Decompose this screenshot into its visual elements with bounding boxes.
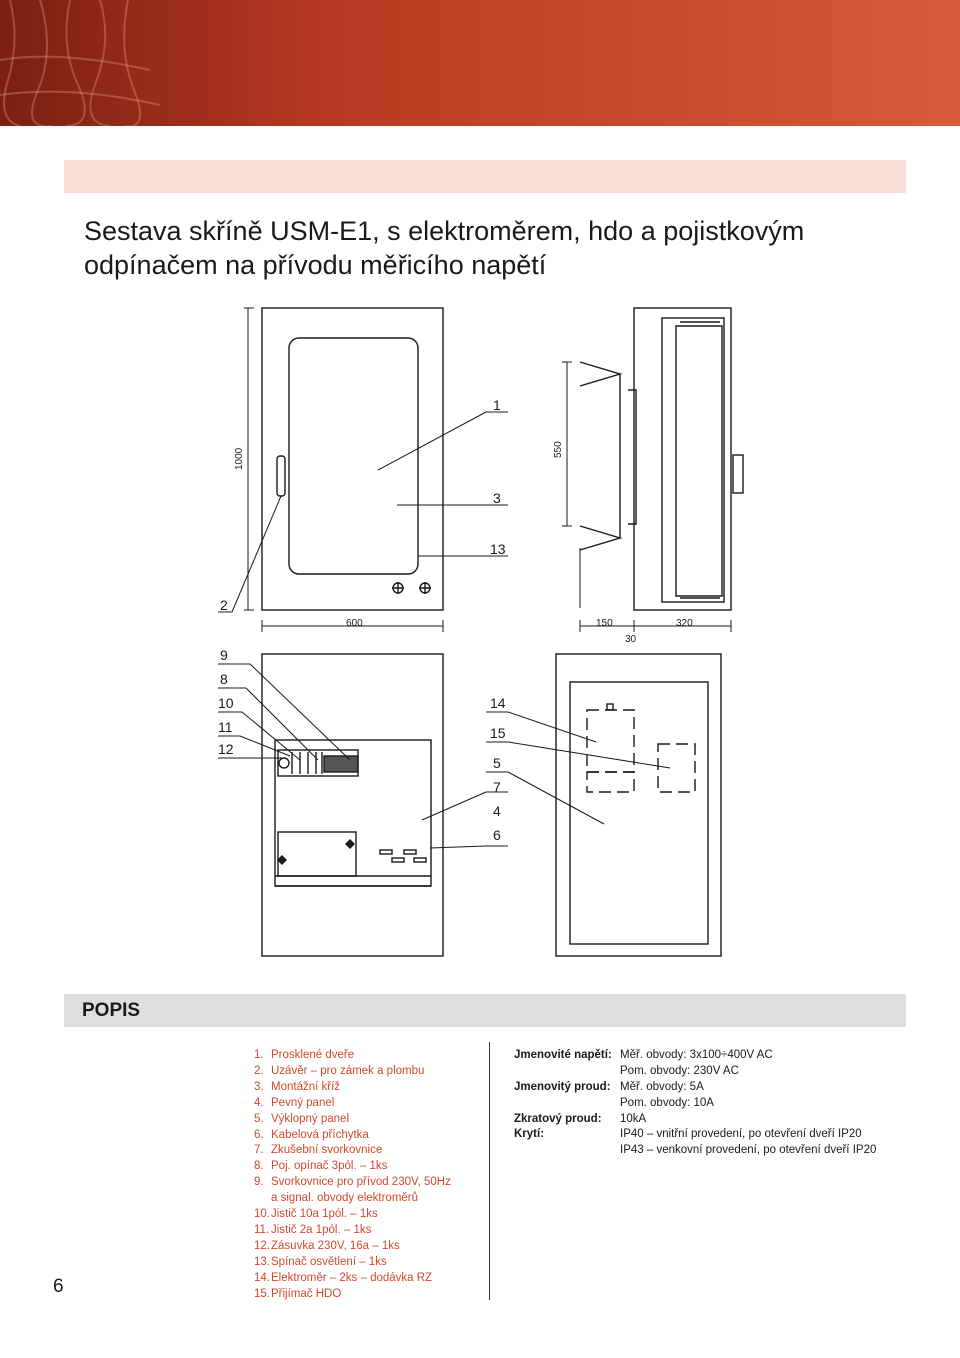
list-item: 2.Uzávěr – pro zámek a plombu	[254, 1064, 425, 1077]
cabinet-side-outline	[633, 307, 732, 611]
dim-inner-height: 550	[553, 441, 564, 458]
decorative-band	[64, 160, 906, 193]
mounting-panel	[555, 653, 722, 957]
section-title: POPIS	[82, 1000, 141, 1021]
dim-depth-30: 30	[625, 634, 637, 645]
glass-door	[288, 337, 419, 575]
hdo-receiver	[657, 743, 696, 793]
dim-depth-320: 320	[676, 618, 693, 629]
parts-list: 1.Prosklené dveře 2.Uzávěr – pro zámek a…	[254, 1048, 484, 1303]
list-item: 4.Pevný panel	[254, 1096, 335, 1109]
list-item: 1.Prosklené dveře	[254, 1049, 355, 1061]
list-item: 11.Jistič 2a 1pól. – 1ks	[254, 1223, 372, 1236]
list-item: 9.Svorkovnice pro přívod 230V, 50Hz	[254, 1176, 451, 1189]
column-divider	[489, 1042, 490, 1300]
dim-height: 1000	[234, 447, 245, 470]
list-item: 13.Spínač osvětlení – 1ks	[254, 1255, 387, 1268]
header-banner	[0, 0, 960, 126]
mounting-cross	[569, 681, 709, 945]
callout-1: 1	[493, 397, 501, 413]
title-line-2: odpínačem na přívodu měřicího napětí	[84, 250, 547, 280]
technical-drawing: 1000 600 550 150 30 320 1 3 13 2 9 8 10 …	[218, 307, 744, 957]
callout-10: 10	[218, 695, 234, 711]
callout-13: 13	[490, 541, 506, 557]
callout-5: 5	[493, 755, 501, 771]
callout-3: 3	[493, 490, 501, 506]
dim-width: 600	[346, 618, 363, 629]
cabinet-front-outline	[261, 307, 444, 611]
callout-15: 15	[490, 725, 506, 741]
page-number: 6	[53, 1276, 64, 1297]
dim-depth-150: 150	[596, 618, 613, 629]
callout-11: 11	[218, 719, 233, 735]
list-item: 12.Zásuvka 230V, 16a – 1ks	[254, 1239, 400, 1252]
list-item: 6.Kabelová příchytka	[254, 1128, 369, 1141]
list-item: 5.Výklopný panel	[254, 1112, 349, 1125]
callout-9: 9	[220, 647, 228, 663]
header-decoration	[0, 0, 161, 126]
section-header: POPIS	[64, 994, 906, 1027]
list-item: 7.Zkušební svorkovnice	[254, 1144, 383, 1157]
list-item: 3.Montážní kříž	[254, 1080, 341, 1093]
callout-4: 4	[493, 803, 501, 819]
cabinet-open-outline	[261, 653, 444, 957]
list-item: 10.Jistič 10a 1pól. – 1ks	[254, 1208, 378, 1221]
list-item: 15.Přijímač HDO	[254, 1287, 342, 1300]
callout-6: 6	[493, 827, 501, 843]
callout-7: 7	[493, 779, 501, 795]
callout-8: 8	[220, 671, 228, 687]
door-handle	[276, 455, 286, 497]
callout-14: 14	[490, 695, 506, 711]
list-item: 14.Elektroměr – 2ks – dodávka RZ	[254, 1271, 433, 1284]
list-item: a signal. obvody elektroměrů	[271, 1192, 419, 1205]
title-line-1: Sestava skříně USM-E1, s elektroměrem, h…	[84, 216, 805, 246]
callout-2: 2	[220, 597, 228, 613]
terminal-block	[277, 831, 357, 877]
page-title: Sestava skříně USM-E1, s elektroměrem, h…	[84, 214, 904, 282]
callout-12: 12	[218, 741, 234, 757]
list-item: 8.Poj. opínač 3pól. – 1ks	[254, 1160, 388, 1173]
